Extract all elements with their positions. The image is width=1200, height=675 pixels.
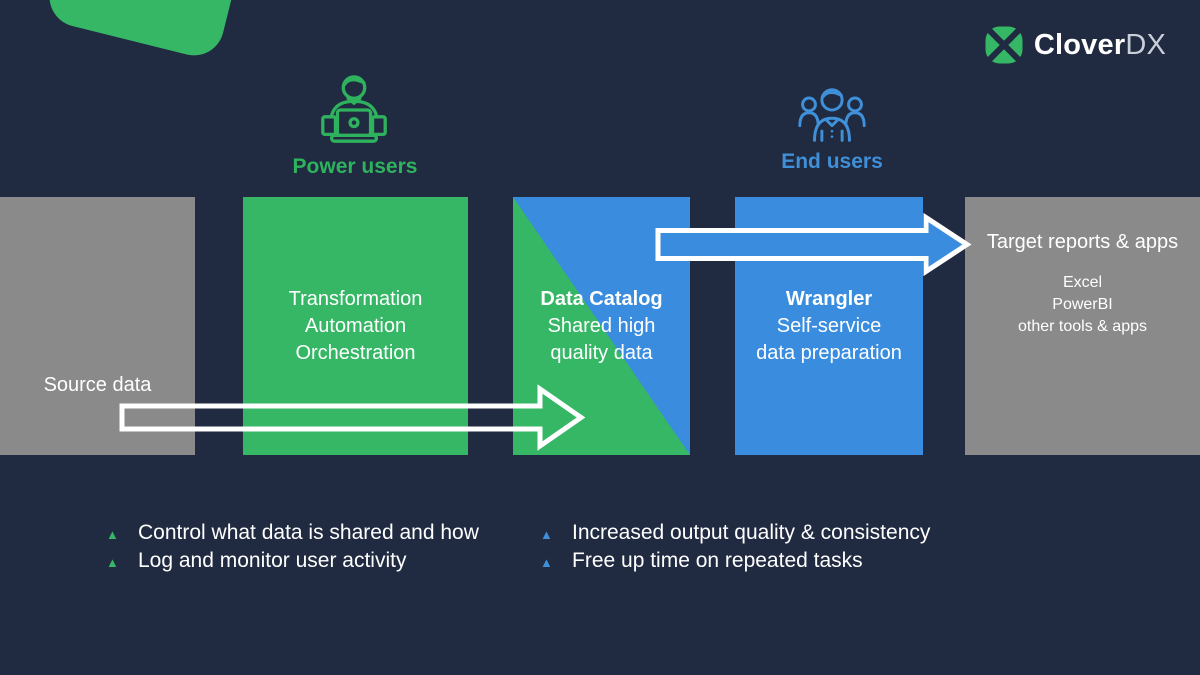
benefit-text: Increased output quality & consistency (572, 521, 931, 544)
wrangler-line: Self-service (776, 314, 882, 337)
source-data-title: Source data (43, 374, 152, 396)
logo-text: CloverDX (1034, 29, 1166, 62)
triangle-bullet-icon: ▲ (540, 555, 553, 570)
wrangler-title: Wrangler (785, 287, 873, 310)
person-at-laptop-icon (321, 75, 387, 143)
benefit-item: ▲ Log and monitor user activity (106, 549, 479, 577)
power-benefits-list: ▲ Control what data is shared and how ▲ … (106, 521, 479, 577)
benefit-item: ▲ Increased output quality & consistency (540, 521, 930, 549)
benefit-item: ▲ Free up time on repeated tasks (540, 549, 930, 577)
logo-text-secondary: DX (1125, 28, 1166, 61)
end-users-label: End users (781, 150, 883, 173)
box-transformation: Transformation Automation Orchestration (243, 197, 468, 455)
box-target-reports: Target reports & apps Excel PowerBI othe… (965, 197, 1200, 455)
transformation-line: Automation (304, 314, 407, 337)
benefit-text: Free up time on repeated tasks (572, 549, 863, 572)
benefit-item: ▲ Control what data is shared and how (106, 521, 479, 549)
target-tool: Excel (1062, 274, 1103, 291)
target-tool: PowerBI (1052, 296, 1113, 313)
transformation-line: Orchestration (295, 341, 416, 364)
target-title: Target reports & apps (986, 231, 1179, 253)
triangle-bullet-icon: ▲ (106, 555, 119, 570)
triangle-bullet-icon: ▲ (106, 527, 119, 542)
cloverdx-logo: CloverDX (984, 25, 1166, 65)
catalog-title: Data Catalog (540, 287, 663, 310)
catalog-line: Shared high (547, 314, 656, 337)
end-benefits-list: ▲ Increased output quality & consistency… (540, 521, 930, 577)
logo-text-primary: Clover (1033, 28, 1126, 61)
corner-blob-decoration (43, 0, 245, 62)
box-data-catalog: Data Catalog Shared high quality data (513, 197, 690, 455)
transformation-line: Transformation (288, 287, 423, 310)
triangle-bullet-icon: ▲ (540, 527, 553, 542)
box-wrangler: Wrangler Self-service data preparation (735, 197, 923, 455)
benefit-text: Log and monitor user activity (138, 549, 407, 572)
target-tool: other tools & apps (1018, 318, 1147, 335)
clover-icon (984, 25, 1023, 65)
box-source-data: Source data (0, 197, 195, 455)
power-users-label: Power users (292, 155, 418, 178)
wrangler-line: data preparation (756, 341, 902, 364)
user-group-icon (798, 88, 866, 142)
catalog-line: quality data (550, 341, 653, 364)
benefit-text: Control what data is shared and how (138, 521, 479, 544)
